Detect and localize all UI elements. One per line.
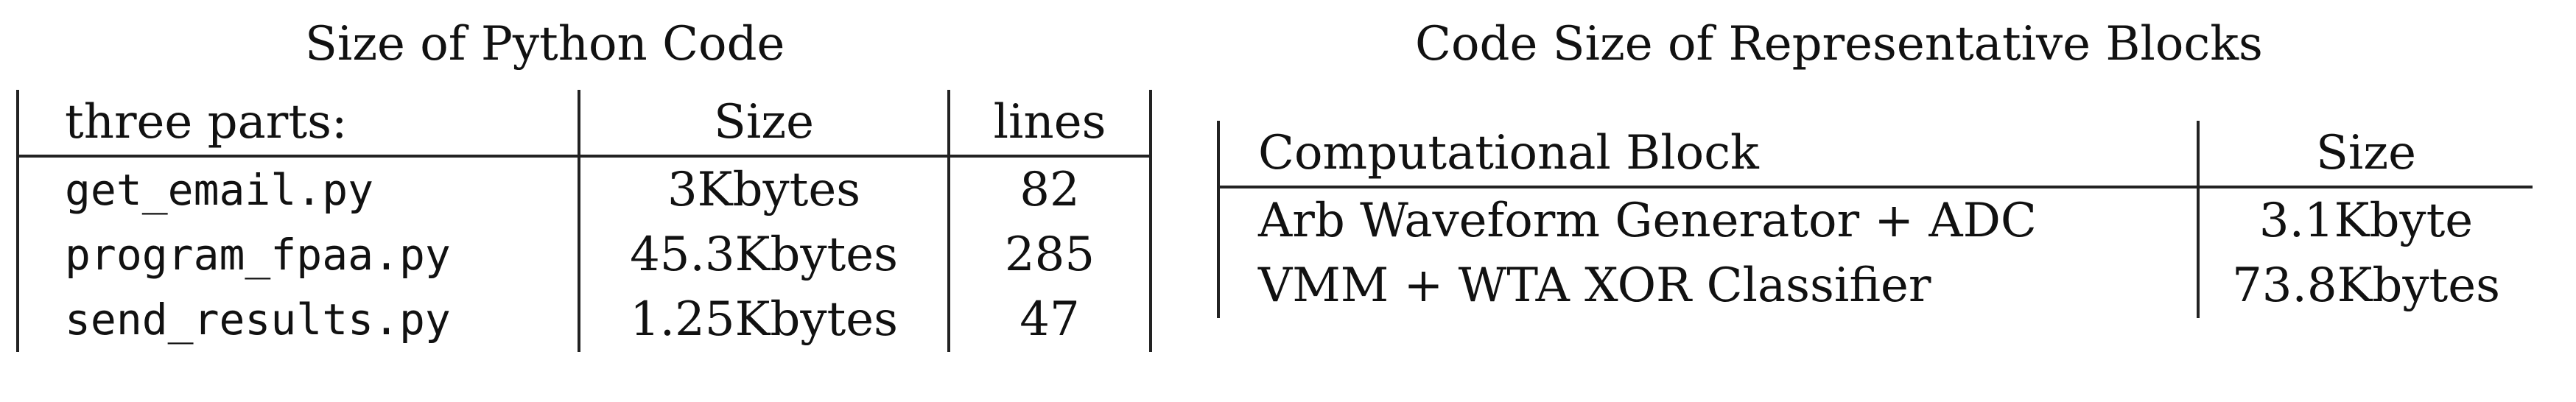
python-code-size-title: Size of Python Code [305, 17, 785, 71]
size-cell: 3.1Kbyte [2259, 194, 2474, 248]
size-cell: 1.25Kbytes [579, 287, 950, 352]
size-cell: 73.8Kbytes [2232, 258, 2500, 313]
column-header-parts: three parts: [16, 90, 580, 158]
lines-cell: 47 [949, 287, 1152, 352]
file-name-cell: get_email.py [16, 156, 580, 222]
lines-cell: 285 [949, 222, 1152, 287]
column-header-size: Size [2198, 121, 2533, 188]
table-header-row: three parts: Size lines [16, 90, 1152, 158]
size-cell: 3Kbytes [579, 156, 950, 222]
table-row: Arb Waveform Generator + ADC 3.1Kbyte [1217, 187, 2533, 253]
table-header-row: Computational Block Size [1217, 121, 2533, 188]
table-row: program_fpaa.py 45.3Kbytes 285 [16, 222, 1152, 287]
block-code-size-title: Code Size of Representative Blocks [1415, 17, 2263, 71]
table-row: get_email.py 3Kbytes 82 [16, 156, 1152, 222]
size-cell: 45.3Kbytes [579, 222, 950, 287]
block-name-cell: VMM + WTA XOR Classifier [1217, 253, 2200, 318]
file-name-cell: program_fpaa.py [16, 222, 580, 287]
file-name-cell: send_results.py [16, 287, 580, 352]
block-code-size-table: Computational Block Size Arb Waveform Ge… [1217, 121, 2533, 318]
table-row: VMM + WTA XOR Classifier 73.8Kbytes [1217, 253, 2533, 318]
column-header-size: Size [579, 90, 950, 158]
table-row: send_results.py 1.25Kbytes 47 [16, 287, 1152, 352]
python-code-size-table: three parts: Size lines get_email.py 3Kb… [16, 90, 1152, 352]
column-header-lines: lines [949, 90, 1152, 158]
block-name-cell: Arb Waveform Generator + ADC [1217, 187, 2200, 253]
lines-cell: 82 [949, 156, 1152, 222]
column-header-block: Computational Block [1217, 121, 2200, 188]
